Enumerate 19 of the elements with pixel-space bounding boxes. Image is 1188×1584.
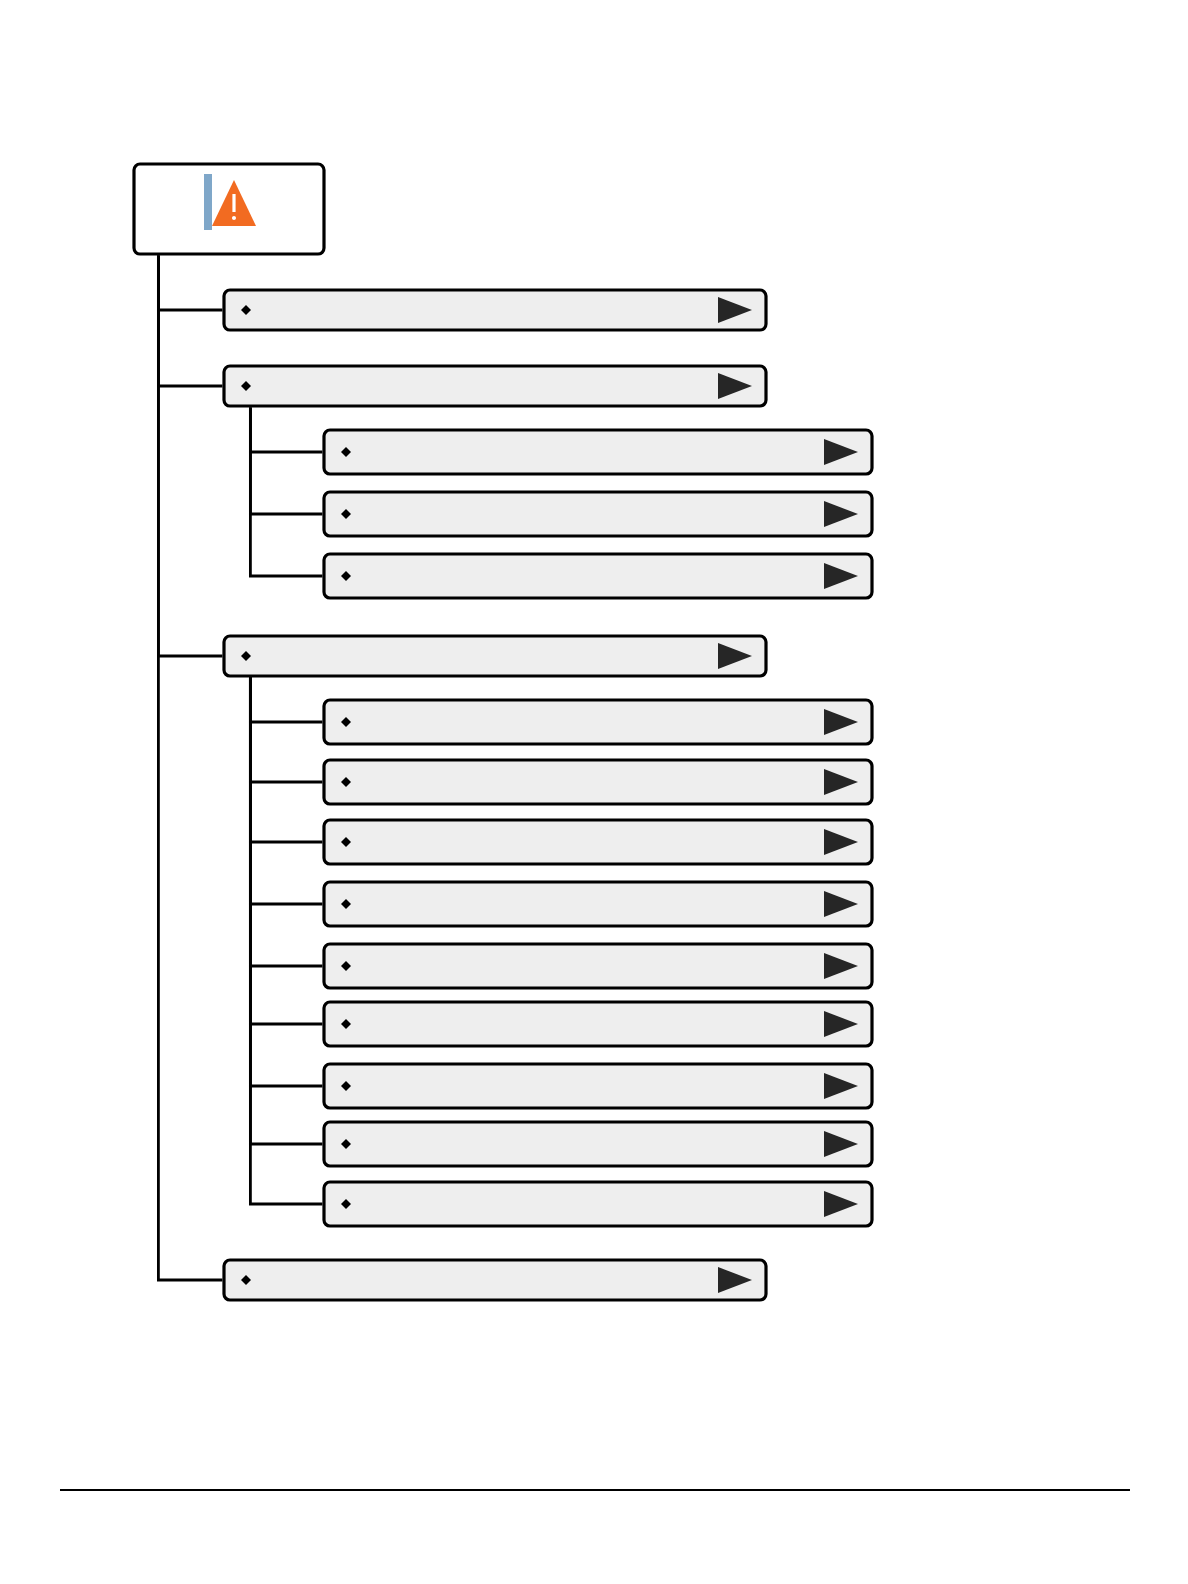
connector-line <box>157 255 223 1282</box>
menu-item-box <box>322 698 874 746</box>
menu-item-box <box>322 942 874 990</box>
menu-item-box <box>322 1000 874 1048</box>
connector-line <box>249 407 323 578</box>
menu-item-box <box>322 1120 874 1168</box>
menu-item-box <box>322 818 874 866</box>
menu-item-box <box>222 364 768 408</box>
menu-item-box <box>322 1180 874 1228</box>
icon-box <box>132 162 326 256</box>
menu-item-box <box>322 490 874 538</box>
menu-item-box <box>222 288 768 332</box>
menu-item-box <box>322 758 874 806</box>
menu-item-box <box>322 880 874 928</box>
menu-item-box <box>322 552 874 600</box>
menu-item-box <box>322 1062 874 1110</box>
menu-item-box <box>222 634 768 678</box>
menu-item-box <box>322 428 874 476</box>
menu-item-box <box>222 1258 768 1302</box>
